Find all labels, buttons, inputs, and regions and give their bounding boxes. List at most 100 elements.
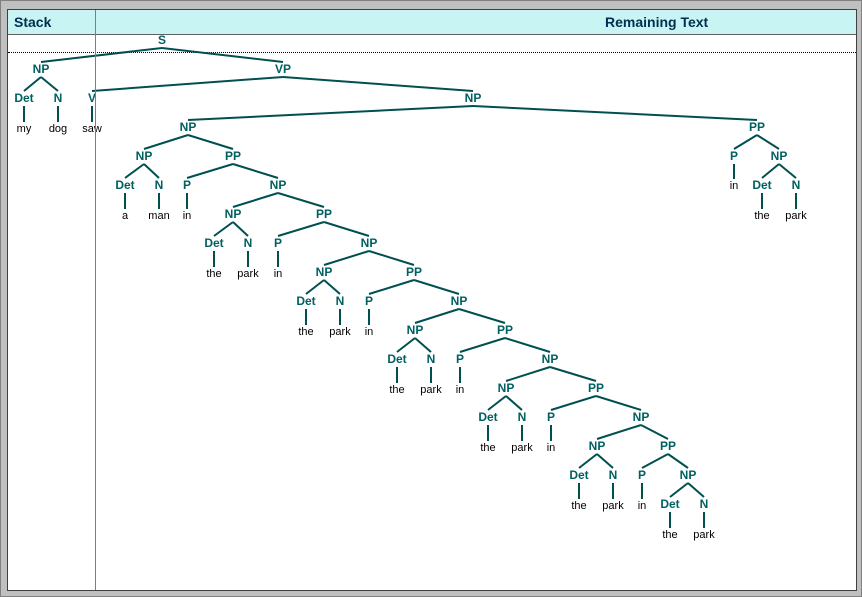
tree-node-label: P xyxy=(183,178,191,192)
tree-node-label: NP xyxy=(633,410,650,424)
tree-leaf-word: the xyxy=(571,500,586,512)
tree-leaf-word: in xyxy=(638,500,647,512)
tree-edge xyxy=(669,482,689,498)
tree-edge xyxy=(187,105,474,121)
tree-node-label: N xyxy=(427,352,436,366)
tree-edge xyxy=(40,47,163,63)
tree-edge xyxy=(641,453,669,469)
tree-node-label: PP xyxy=(316,207,332,221)
tree-edge xyxy=(756,134,780,150)
tree-edge xyxy=(413,279,460,295)
tree-edge xyxy=(305,279,325,295)
tree-node-label: P xyxy=(274,236,282,250)
tree-node-label: NP xyxy=(33,62,50,76)
tree-node-label: PP xyxy=(225,149,241,163)
tree-node-label: PP xyxy=(749,120,765,134)
tree-node-label: NP xyxy=(225,207,242,221)
tree-node-label: Det xyxy=(296,294,315,308)
tree-edge xyxy=(124,163,145,179)
tree-edge xyxy=(667,453,689,469)
tree-edge xyxy=(40,76,59,92)
tree-node-label: NP xyxy=(542,352,559,366)
tree-edge xyxy=(504,337,551,353)
tree-node-label: P xyxy=(730,149,738,163)
tree-node-label: PP xyxy=(406,265,422,279)
tree-edge xyxy=(549,366,597,382)
tree-edge xyxy=(472,105,758,121)
remaining-text-label: Remaining Text xyxy=(605,14,709,30)
tree-node-label: N xyxy=(792,178,801,192)
tree-node-label: S xyxy=(158,33,166,47)
tree-edge xyxy=(761,163,780,179)
tree-leaf-word: dog xyxy=(49,123,67,135)
column-header: Stack Remaining Text xyxy=(8,10,856,35)
tree-node-label: N xyxy=(336,294,345,308)
tree-node-label: Det xyxy=(569,468,588,482)
tree-edge xyxy=(687,482,705,498)
tree-edge xyxy=(487,395,507,411)
tree-edge xyxy=(640,424,669,440)
tree-node-label: Det xyxy=(660,497,679,511)
tree-leaf-word: saw xyxy=(82,123,102,135)
tree-edge xyxy=(277,221,325,237)
tree-node-label: P xyxy=(547,410,555,424)
tree-edge xyxy=(232,192,279,208)
tree-leaf-word: park xyxy=(329,326,351,338)
tree-leaf-word: in xyxy=(456,384,465,396)
tree-edge xyxy=(596,453,614,469)
tree-edge xyxy=(595,395,642,411)
tree-edge xyxy=(414,308,460,324)
tree-edge xyxy=(505,395,523,411)
tree-edge xyxy=(161,47,284,63)
tree-edge xyxy=(23,76,42,92)
tree-leaf-word: the xyxy=(480,442,495,454)
tree-leaf-word: man xyxy=(148,210,169,222)
stack-label: Stack xyxy=(14,14,52,30)
tree-edge xyxy=(550,395,597,411)
tree-edge xyxy=(213,221,234,237)
tree-edge xyxy=(733,134,758,150)
tree-node-label: NP xyxy=(407,323,424,337)
tree-edge xyxy=(187,134,234,150)
tree-node-label: N xyxy=(155,178,164,192)
tree-edge xyxy=(323,221,370,237)
tree-edge xyxy=(143,163,160,179)
tree-node-label: N xyxy=(518,410,527,424)
tree-node-label: NP xyxy=(136,149,153,163)
stack-divider[interactable] xyxy=(95,10,96,590)
tree-edge xyxy=(505,366,551,382)
tree-node-label: NP xyxy=(680,468,697,482)
tree-edge xyxy=(578,453,598,469)
tree-edge xyxy=(282,76,474,92)
tree-leaf-word: my xyxy=(17,123,32,135)
tree-leaf-word: park xyxy=(237,268,259,280)
tree-node-label: Det xyxy=(387,352,406,366)
tree-edge xyxy=(368,250,415,266)
tree-edge xyxy=(277,192,325,208)
tree-leaf-word: park xyxy=(420,384,442,396)
tree-node-label: P xyxy=(638,468,646,482)
tree-leaf-word: the xyxy=(389,384,404,396)
parse-tree: SNPDetmyNdogVPVsawNPNPNPDetaNmanPPPinNPN… xyxy=(14,33,807,541)
tree-node-label: V xyxy=(88,91,96,105)
tree-node-label: Det xyxy=(14,91,33,105)
tree-edge xyxy=(778,163,797,179)
tree-leaf-word: the xyxy=(754,210,769,222)
tree-node-label: Det xyxy=(115,178,134,192)
tree-edge xyxy=(232,221,249,237)
tree-node-label: PP xyxy=(588,381,604,395)
tree-node-label: NP xyxy=(451,294,468,308)
tree-node-label: NP xyxy=(589,439,606,453)
stack-separator-line xyxy=(8,52,856,53)
tree-node-label: N xyxy=(700,497,709,511)
tree-leaf-word: park xyxy=(511,442,533,454)
tree-leaf-word: in xyxy=(274,268,283,280)
tree-edge xyxy=(186,163,234,179)
tree-edge xyxy=(323,279,341,295)
tree-node-label: NP xyxy=(465,91,482,105)
tree-edge xyxy=(414,337,432,353)
tree-edge xyxy=(458,308,506,324)
tree-edge xyxy=(91,76,284,92)
